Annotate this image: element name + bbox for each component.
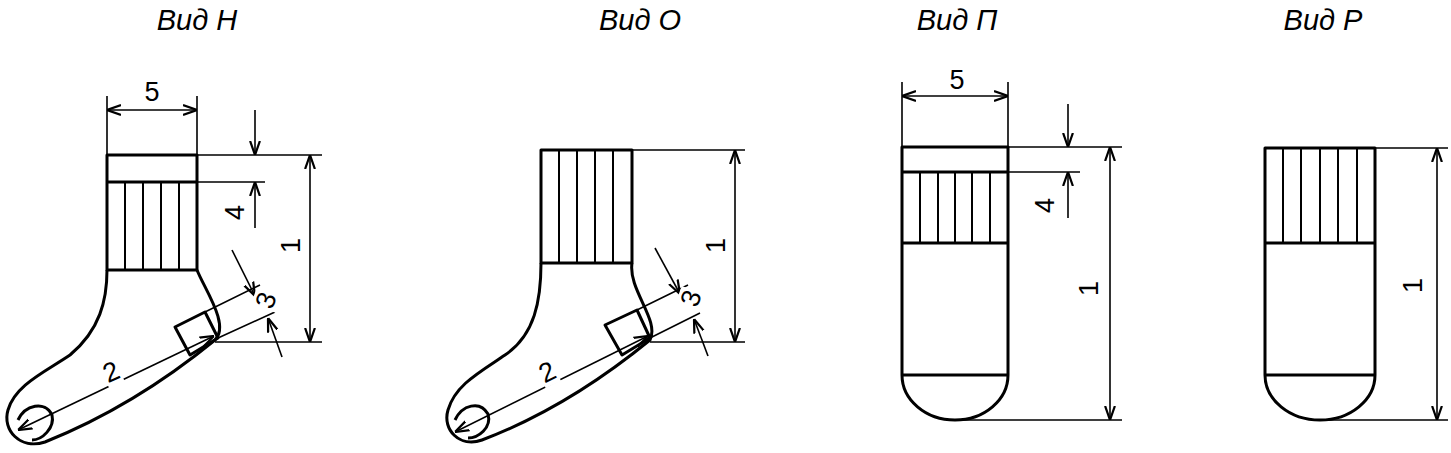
view-title: Вид О — [598, 6, 682, 35]
dimension-number: 1 — [1077, 279, 1104, 296]
dimension-number: 4 — [1033, 196, 1060, 213]
dimension-number: 5 — [948, 67, 965, 94]
dimension-number: 5 — [143, 79, 160, 106]
dimension-number: 1 — [1401, 276, 1428, 293]
view-title: Вид Н — [156, 6, 239, 35]
dimension-number: 2 — [99, 356, 126, 388]
dimension-number: 3 — [676, 285, 707, 310]
view-title: Вид Р — [1283, 6, 1364, 35]
dimension-number: 4 — [223, 203, 250, 220]
dimension-number: 2 — [534, 356, 561, 388]
dimension-number: 3 — [251, 287, 282, 312]
view-title: Вид П — [916, 6, 999, 35]
dimension-number: 1 — [704, 236, 731, 253]
dimension-number: 1 — [279, 236, 306, 253]
